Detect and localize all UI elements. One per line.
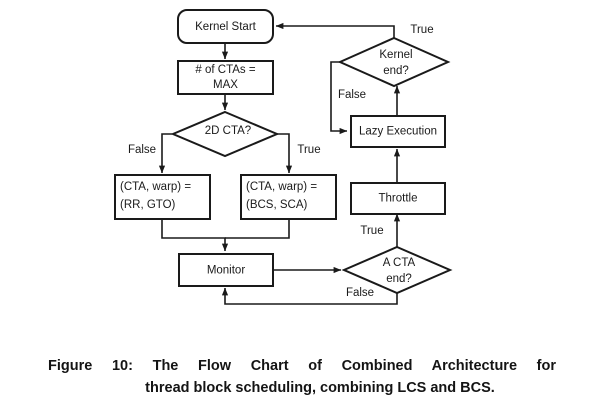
node-lazy-execution (350, 115, 446, 148)
edge-2dcta-true-to-bcssca (277, 133, 293, 174)
node-sched-rr-gto-label-line2: (RR, GTO) (120, 199, 176, 211)
figure-caption: Figure 10: The Flow Chart of Combined Ar… (48, 355, 556, 400)
node-2d-cta-decision (170, 110, 280, 158)
figure-caption-line-2: thread block scheduling, combining LCS a… (145, 380, 495, 397)
node-sched-rr-gto-label-line1: (CTA, warp) = (120, 181, 191, 193)
node-a-cta-end-label-line2: end? (386, 273, 412, 285)
node-a-cta-end-label-line1: A CTA (383, 257, 416, 269)
edge-label-2dcta-false: False (128, 144, 156, 156)
node-num-ctas (177, 60, 274, 95)
edge-label-kernelend-false: False (338, 89, 366, 101)
node-lazy-execution-label: Lazy Execution (359, 126, 437, 138)
edge-actaend-false-to-monitor (221, 287, 398, 305)
node-num-ctas-label-line1: # of CTAs = (195, 64, 255, 76)
edge-label-2dcta-true: True (297, 144, 320, 156)
node-throttle (350, 182, 446, 215)
node-monitor-label: Monitor (207, 265, 246, 277)
edge-rrgto-to-monitor (161, 219, 229, 252)
node-throttle-label: Throttle (379, 193, 418, 205)
node-num-ctas-label-line2: MAX (213, 79, 238, 91)
edge-kernelend-false-to-lazyexecution (330, 61, 348, 135)
edge-label-actaend-true: True (360, 225, 383, 237)
node-sched-rr-gto (114, 174, 211, 220)
node-kernel-start-label: Kernel Start (195, 21, 257, 33)
node-monitor (178, 253, 274, 287)
node-sched-bcs-sca-label-line2: (BCS, SCA) (246, 199, 308, 211)
node-kernel-end-label-line2: end? (383, 65, 409, 77)
edge-label-actaend-false: False (346, 287, 374, 299)
edge-2dcta-false-to-rrgto (158, 133, 172, 174)
edge-label-kernelend-true: True (410, 24, 433, 36)
node-sched-bcs-sca (240, 174, 337, 220)
node-a-cta-end-decision (341, 245, 453, 295)
node-kernel-start (177, 9, 274, 44)
node-kernel-end-decision (337, 36, 451, 88)
node-sched-bcs-sca-label-line1: (CTA, warp) = (246, 181, 317, 193)
edge-kernelend-true-to-kernelstart (275, 22, 395, 38)
flowchart-diagram: Kernel Start # of CTAs = MAX 2D CTA? (CT… (114, 9, 453, 305)
edge-bcssca-to-monitor (225, 219, 290, 239)
node-kernel-end-label-line1: Kernel (379, 49, 412, 61)
figure-caption-line-1: Figure 10: The Flow Chart of Combined Ar… (48, 358, 556, 374)
node-2d-cta-decision-label: 2D CTA? (205, 125, 251, 137)
